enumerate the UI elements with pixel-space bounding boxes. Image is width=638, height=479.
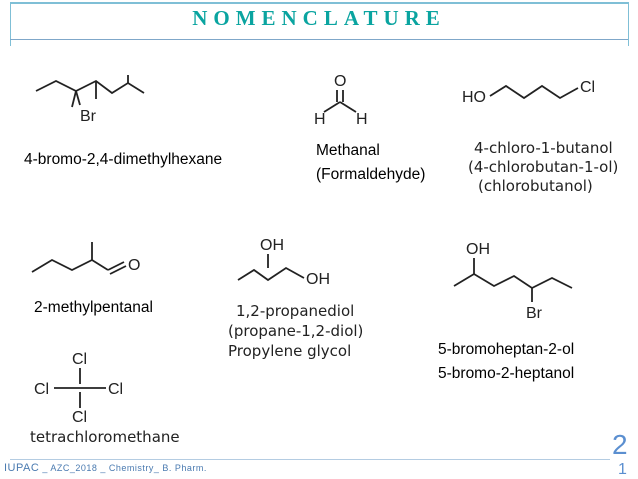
compound-name-6a: 5-bromoheptan-2-ol [438, 341, 575, 358]
compound-name-1: 4-bromo-2,4-dimethylhexane [24, 151, 223, 168]
page-number: 2 [612, 429, 628, 460]
atom-ho: HO [462, 89, 486, 106]
compound-name-6b: 5-bromo-2-heptanol [438, 365, 575, 382]
atom-cl-right: Cl [108, 381, 123, 398]
compound-name-5c: Propylene glycol [228, 342, 352, 360]
compound-alt-name-2: (Formaldehyde) [316, 166, 426, 183]
footer-divider [10, 459, 610, 460]
footer-prefix: IUPAC [4, 462, 40, 474]
atom-oh: OH [466, 241, 490, 258]
structure-chlorobutanol: HO Cl [462, 79, 595, 106]
atom-cl: Cl [580, 79, 595, 96]
compound-name-3b: (4-chlorobutan-1-ol) [468, 158, 619, 176]
slide-title: NOMENCLATURE [192, 6, 446, 30]
footer-rest: _ AZC_2018 _ Chemistry_ B. Pharm. [39, 463, 207, 473]
compound-name-2: Methanal [316, 142, 380, 159]
atom-h-right: H [356, 111, 368, 128]
structure-methylpentanal: O [31, 242, 140, 275]
atom-o: O [128, 257, 140, 274]
title-border-top [10, 2, 628, 4]
atom-cl-top: Cl [72, 351, 87, 368]
atom-br: Br [80, 108, 97, 125]
structure-bromoheptanol: OH Br [453, 241, 573, 322]
atom-br: Br [526, 305, 543, 322]
title-divider [10, 39, 628, 40]
atom-cl-bottom: Cl [72, 409, 87, 426]
structure-propanediol: OH OH [237, 237, 330, 288]
atom-oh-top: OH [260, 237, 284, 254]
title-border-left [10, 2, 11, 46]
compound-name-5b: (propane-1,2-diol) [228, 322, 364, 340]
compound-name-3a: 4-chloro-1-butanol [474, 139, 613, 157]
atom-o: O [334, 73, 346, 90]
structure-tetrachloromethane: Cl Cl Cl Cl [34, 351, 123, 426]
atom-cl-left: Cl [34, 381, 49, 398]
compound-name-4: 2-methylpentanal [34, 299, 153, 316]
compound-name-5a: 1,2-propanediol [236, 302, 355, 320]
atom-h-left: H [314, 111, 326, 128]
footer: IUPAC _ AZC_2018 _ Chemistry_ B. Pharm. [4, 462, 207, 474]
compound-name-3c: (chlorobutanol) [478, 177, 593, 195]
atom-oh-right: OH [306, 271, 330, 288]
structure-bromo-dimethylhexane: Br [35, 75, 145, 125]
page-number-continued: 1 [618, 461, 627, 478]
title-border-right [628, 2, 629, 46]
structure-methanal: O H H [314, 73, 368, 128]
compound-name-7: tetrachloromethane [30, 428, 180, 446]
